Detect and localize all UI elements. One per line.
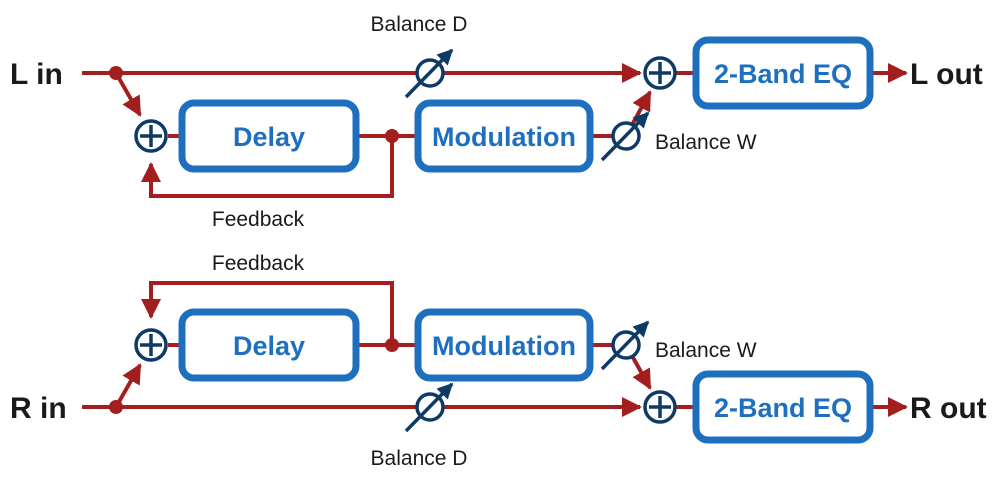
left-feedback-label: Feedback: [212, 208, 305, 231]
left-channel: Delay Modulation 2-Band EQ: [10, 13, 983, 231]
junction-dot-icon: [385, 129, 399, 143]
right-feedback-loop: [141, 281, 394, 345]
left-modulation-label: Modulation: [432, 122, 576, 152]
left-feedback-sum-icon: [134, 119, 168, 153]
right-delay-label: Delay: [233, 331, 305, 361]
right-input-to-sum-wire: [114, 363, 142, 408]
right-channel: Delay Modulation 2-Band EQ: [10, 252, 987, 470]
left-modulation-block: Modulation: [414, 99, 594, 173]
right-balance-wet-label: Balance W: [655, 339, 757, 362]
right-feedback-sum-icon: [134, 328, 168, 362]
left-balance-dry-label: Balance D: [371, 13, 468, 36]
left-delay-label: Delay: [233, 122, 305, 152]
junction-dot-icon: [385, 338, 399, 352]
left-delay-block: Delay: [178, 99, 360, 173]
right-delay-block: Delay: [178, 308, 360, 382]
right-balance-dry-knob-icon: [404, 382, 454, 433]
left-balance-wet-label: Balance W: [655, 131, 757, 154]
left-balance-wet-knob-icon: [600, 111, 650, 162]
right-eq-label: 2-Band EQ: [714, 393, 852, 423]
right-balance-dry-label: Balance D: [371, 447, 468, 470]
left-feedback-loop: [141, 136, 394, 198]
left-eq-label: 2-Band EQ: [714, 59, 852, 89]
right-modulation-label: Modulation: [432, 331, 576, 361]
right-mix-sum-icon: [643, 390, 677, 424]
left-input-label: L in: [10, 58, 63, 91]
junction-dot-icon: [109, 66, 123, 80]
left-mix-sum-icon: [643, 56, 677, 90]
right-input-label: R in: [10, 392, 67, 425]
right-feedback-label: Feedback: [212, 252, 305, 275]
left-input-to-sum-wire: [114, 72, 142, 117]
right-balance-wet-knob-icon: [600, 320, 650, 371]
left-eq-block: 2-Band EQ: [692, 36, 874, 110]
right-modulation-block: Modulation: [414, 308, 594, 382]
right-output-label: R out: [910, 392, 987, 425]
right-eq-block: 2-Band EQ: [692, 370, 874, 444]
left-balance-dry-knob-icon: [404, 48, 454, 99]
left-output-label: L out: [910, 58, 983, 91]
junction-dot-icon: [109, 400, 123, 414]
